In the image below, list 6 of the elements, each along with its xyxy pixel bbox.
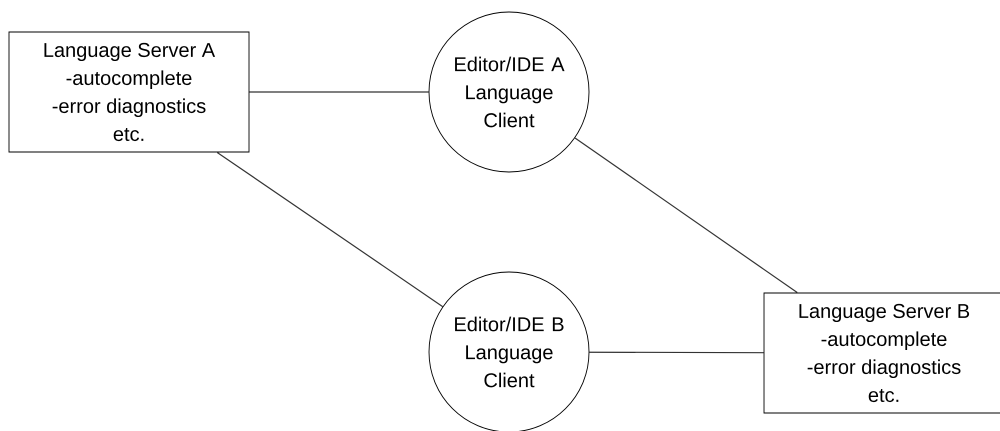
connector-line	[574, 137, 798, 294]
server-box: Language Server A -autocomplete -error diagnostics etc.	[8, 32, 250, 152]
connector-line	[249, 91, 429, 93]
server-box: Language Server B -autocomplete -error diagnostics etc.	[764, 292, 1000, 414]
connector-line	[216, 152, 443, 308]
connector-line	[589, 352, 764, 354]
